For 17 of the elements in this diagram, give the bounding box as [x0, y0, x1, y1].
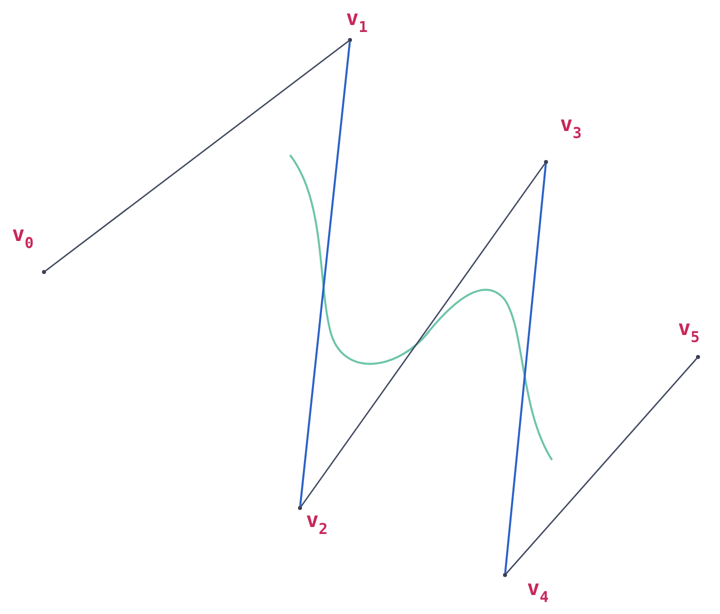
vertex-label: v$_{2}$ [306, 510, 328, 537]
control-polygon-line [299, 42, 351, 506]
vertex-point [544, 160, 548, 164]
vertex-label: v$_{4}$ [527, 578, 549, 605]
control-polygon-line [504, 164, 547, 574]
vertex-label: v$_{1}$ [346, 8, 368, 35]
vertex-point [348, 38, 352, 42]
control-polygon-line [300, 163, 546, 507]
control-polygon-line [45, 40, 349, 272]
vertex-point [503, 573, 507, 577]
vertex-point [42, 270, 46, 274]
vertex-label: v$_{0}$ [12, 224, 34, 251]
vertex-point [298, 506, 302, 510]
control-polygon-line [506, 358, 698, 574]
vertex-label: v$_{3}$ [560, 114, 582, 141]
vertex-point [696, 355, 700, 359]
vertex-label: v$_{5}$ [678, 318, 700, 345]
